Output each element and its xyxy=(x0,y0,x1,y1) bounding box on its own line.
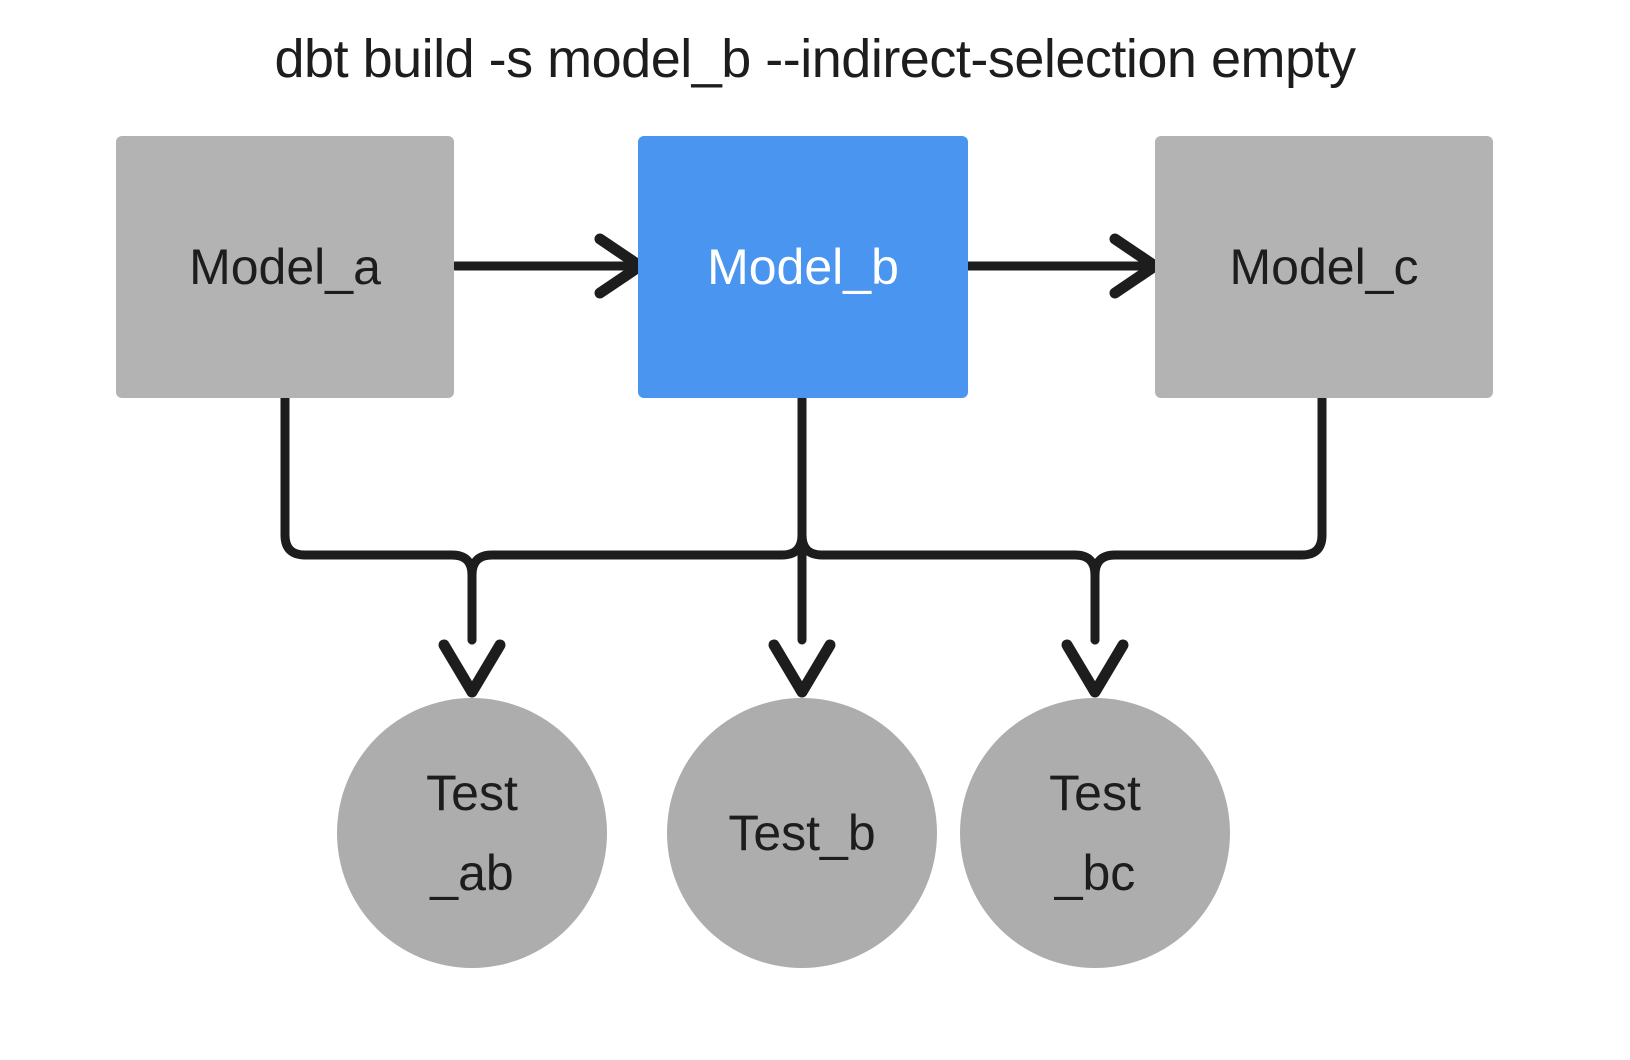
edge-model_a-model_b xyxy=(450,233,646,299)
arrowhead-test_b xyxy=(768,639,836,698)
node-test_bc-label-line2: _bc xyxy=(1054,845,1136,901)
node-test_ab[interactable]: Test _ab xyxy=(337,698,607,968)
node-test_b[interactable]: Test_b xyxy=(667,698,937,968)
arrowhead-test_ab xyxy=(438,639,506,698)
node-model_c-label: Model_c xyxy=(1229,238,1419,295)
node-model_b-label: Model_b xyxy=(707,238,899,295)
node-test_ab-label-line1: Test xyxy=(426,765,518,821)
edge-model_a-test_ab xyxy=(280,393,477,645)
node-model_a-label: Model_a xyxy=(189,238,381,295)
diagram-title: dbt build -s model_b --indirect-selectio… xyxy=(274,29,1357,89)
node-model_c[interactable]: Model_c xyxy=(1155,136,1493,398)
node-test_bc[interactable]: Test _bc xyxy=(960,698,1230,968)
node-test_bc-label-line1: Test xyxy=(1049,765,1141,821)
node-test_b-label-line1: Test_b xyxy=(728,805,876,861)
edge-model_b-model_c xyxy=(963,233,1161,299)
edge-model_b-test_ab xyxy=(467,393,807,645)
node-test_ab-label-line2: _ab xyxy=(430,845,514,901)
node-model_a[interactable]: Model_a xyxy=(116,136,454,398)
edge-model_b-test_bc xyxy=(797,393,1100,645)
edge-model_c-test_bc xyxy=(1090,393,1327,645)
node-model_b[interactable]: Model_b xyxy=(638,136,968,398)
arrowhead-test_bc xyxy=(1061,639,1129,698)
